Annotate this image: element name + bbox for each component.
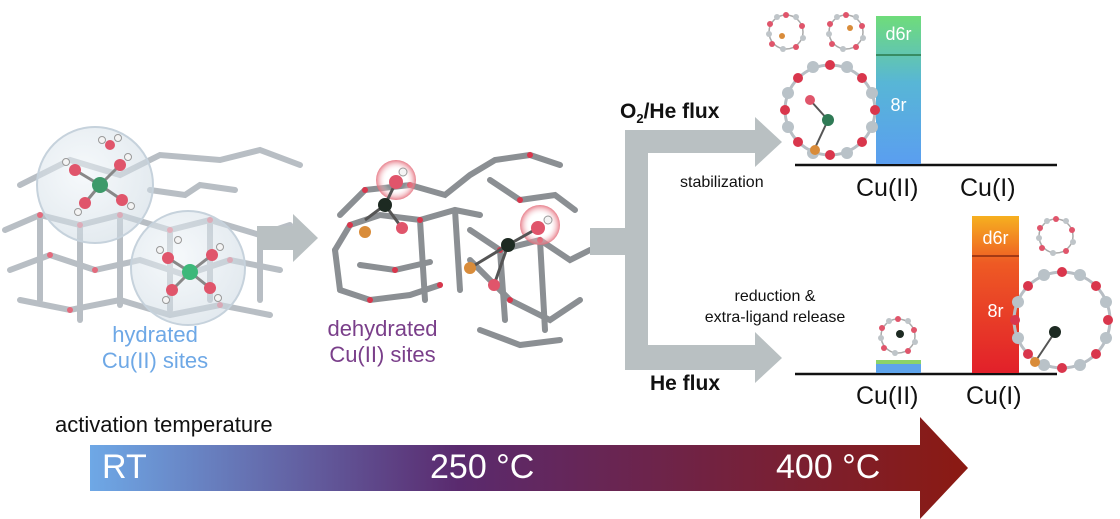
reduction-label: reduction & extra-ligand release xyxy=(690,286,860,328)
activation-temperature-label: activation temperature xyxy=(55,412,273,437)
bottom-bar-label-8r: 8r xyxy=(987,301,1004,321)
bottom-ring-8r xyxy=(1010,267,1113,373)
hydrated-label-line2: Cu(II) sites xyxy=(101,348,209,373)
he-flux-label: He flux xyxy=(650,372,721,395)
o2-he-flux-label: O2/He flux xyxy=(620,100,719,126)
hydrated-label: hydrated Cu(II) sites xyxy=(70,322,240,374)
top-ring-small-2 xyxy=(826,12,866,52)
dehydrated-label: dehydrated Cu(II) sites xyxy=(295,316,470,368)
bottom-cu2-bar xyxy=(876,363,921,373)
hydrated-cu-complex-1 xyxy=(62,134,135,216)
o2-flux-rest: /He flux xyxy=(643,100,720,123)
bottom-bar-label-d6r: d6r xyxy=(982,228,1009,248)
bottom-cu1-bar xyxy=(972,216,1019,373)
hydrated-cu-complex-2 xyxy=(156,236,224,304)
activation-temperature-arrow xyxy=(90,417,968,519)
top-ring-small-1 xyxy=(766,12,806,52)
bottom-axis-label-cu1: Cu(I) xyxy=(966,382,1022,410)
top-bar-label-d6r: d6r xyxy=(885,24,912,44)
top-axis-label-cu1: Cu(I) xyxy=(960,174,1016,202)
stabilization-label: stabilization xyxy=(680,174,764,191)
dehydrated-oxygen-dots xyxy=(347,152,543,303)
reduction-label-line2: extra-ligand release xyxy=(704,309,846,326)
dehydrated-label-line1: dehydrated xyxy=(327,316,438,341)
bottom-axis-label-cu2: Cu(II) xyxy=(856,382,919,410)
o2-flux-main: O xyxy=(620,100,637,123)
step-arrow-1 xyxy=(257,214,318,262)
temp-tick-rt: RT xyxy=(102,448,147,486)
bottom-ring-small-cu2 xyxy=(878,316,918,356)
o2-flux-subscript: 2 xyxy=(636,111,644,127)
temp-tick-400: 400 °C xyxy=(776,448,881,486)
branch-arrow xyxy=(590,117,782,383)
top-bar-label-8r: 8r xyxy=(890,95,907,115)
dehydrated-cu-site-2 xyxy=(464,205,560,291)
top-cu2-bar xyxy=(876,16,921,164)
dehydrated-cu-site-1 xyxy=(359,160,416,238)
bottom-cu2-bar-top xyxy=(876,360,921,364)
dehydrated-label-line2: Cu(II) sites xyxy=(329,342,436,367)
hydrated-label-line1: hydrated xyxy=(112,322,198,347)
top-ring-8r xyxy=(780,60,880,160)
reduction-label-line1: reduction & xyxy=(734,288,816,305)
temp-tick-250: 250 °C xyxy=(430,448,535,486)
bottom-ring-small-cu1 xyxy=(1036,216,1076,256)
top-axis-label-cu2: Cu(II) xyxy=(856,174,919,202)
